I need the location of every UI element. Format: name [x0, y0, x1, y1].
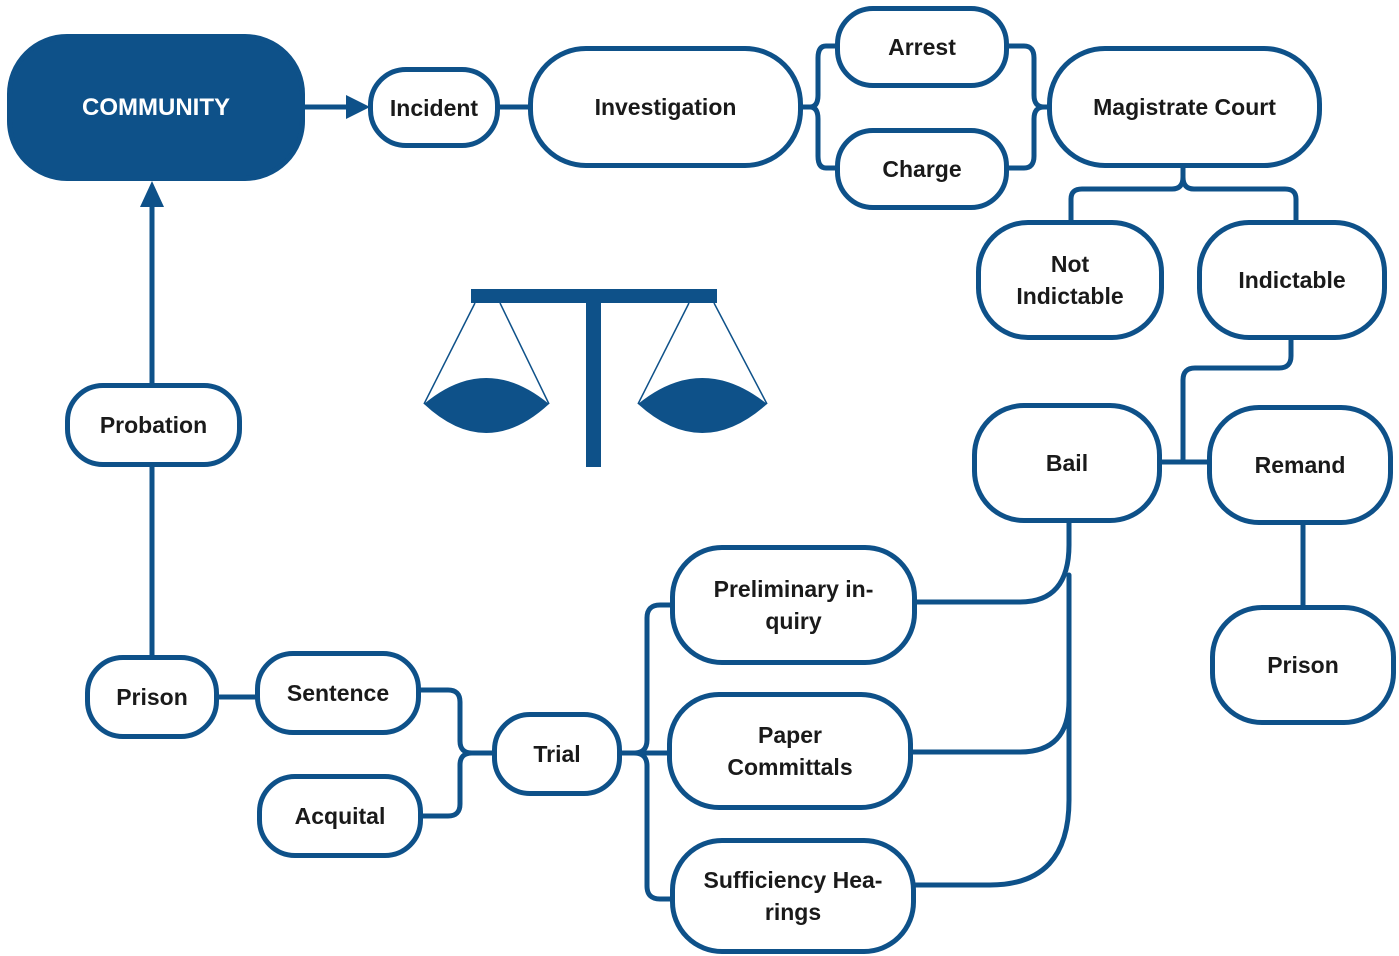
node-arrest: Arrest	[835, 6, 1009, 88]
node-acquital: Acquital	[257, 774, 423, 858]
node-probation: Probation	[65, 383, 242, 467]
scales-right-string-a	[637, 302, 690, 405]
connector-charge-court	[1003, 104, 1047, 171]
arrowhead-incident	[346, 95, 370, 119]
connector-indictable-bail-remand	[1180, 337, 1294, 465]
node-paper-committals: Paper Committals	[667, 692, 913, 810]
scales-left-pan	[424, 378, 549, 433]
connector-court-split	[1068, 165, 1186, 223]
node-sufficiency-hearings: Sufficiency Hea- rings	[670, 838, 916, 954]
connector-bail-preliminary	[912, 519, 1072, 605]
node-preliminary-inquiry: Preliminary in- quiry	[670, 545, 917, 665]
scales-left-string-b	[499, 302, 550, 405]
scales-pillar	[586, 303, 601, 467]
node-indictable: Indictable	[1197, 220, 1387, 340]
scales-right-string-b	[713, 302, 768, 405]
node-magistrate-court: Magistrate Court	[1047, 46, 1322, 168]
node-bail: Bail	[972, 403, 1162, 523]
scales-of-justice-icon	[423, 289, 768, 467]
connector-bail-sufficiency	[910, 662, 1072, 888]
connector-trial-sufficiency	[631, 750, 676, 902]
connector-arrest-court	[1003, 43, 1053, 110]
connector-acquital-trial	[417, 750, 475, 819]
scales-right-pan	[638, 378, 767, 433]
connector-bracket-charge	[807, 104, 841, 171]
node-prison: Prison	[85, 655, 219, 739]
node-sentence: Sentence	[255, 651, 421, 735]
node-prison-after-remand: Prison	[1210, 605, 1396, 725]
connector-court-indictable	[1180, 174, 1299, 223]
node-remand: Remand	[1207, 405, 1393, 525]
connector-trial-preliminary	[617, 602, 676, 756]
scales-beam	[471, 289, 717, 303]
connector-bracket-arrest	[807, 43, 841, 110]
node-trial: Trial	[492, 712, 622, 796]
node-community: COMMUNITY	[7, 34, 305, 181]
node-investigation: Investigation	[528, 46, 803, 168]
node-incident: Incident	[368, 67, 500, 148]
node-charge: Charge	[835, 128, 1009, 210]
arrowhead-community	[140, 181, 164, 207]
connector-sentence-trial	[415, 687, 498, 756]
scales-left-string-a	[423, 302, 476, 405]
node-not-indictable: Not Indictable	[976, 220, 1164, 340]
